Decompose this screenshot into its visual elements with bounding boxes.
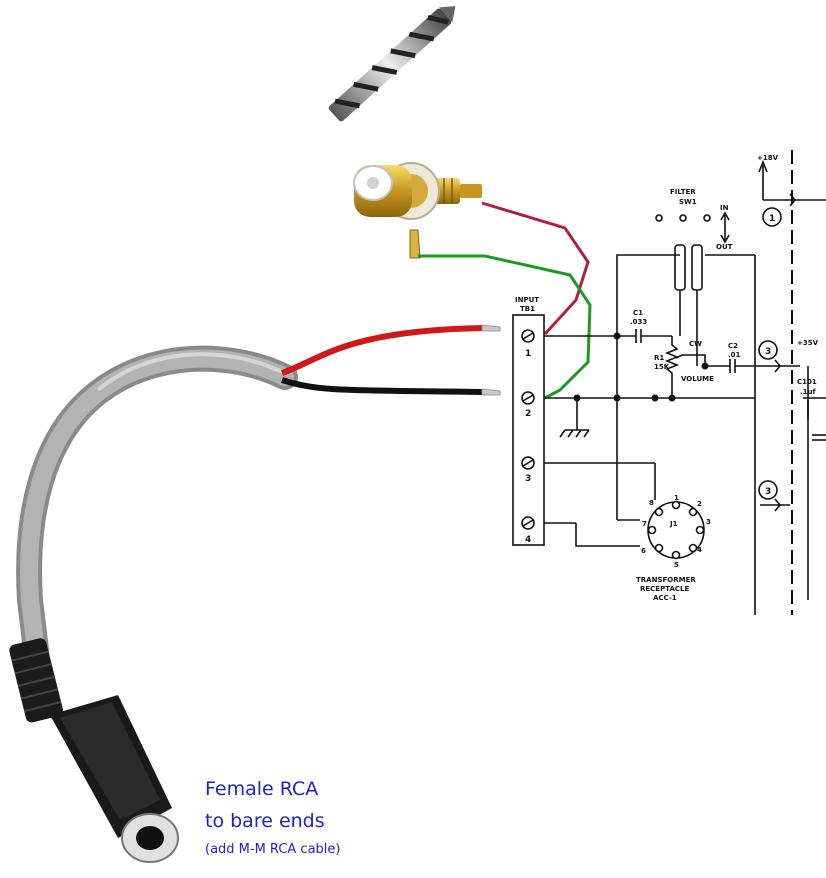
drill-bit-icon [328,6,456,122]
red-wire [481,201,590,336]
caption-line-1: Female RCA [205,778,319,800]
terminal-3-label: 3 [525,474,531,484]
j1-pin-6: 6 [641,547,646,555]
j1-pin-2: 2 [697,500,702,508]
node-3b-label: 3 [765,487,771,497]
out-label: OUT [716,243,733,251]
female-rca-plug-icon [9,638,179,863]
supply-35v-label: +35V [797,339,819,347]
input-label: INPUT [515,296,539,304]
filter-label: FILTER [670,188,696,196]
gray-cable [16,345,298,663]
green-wire [418,254,592,400]
j1-pin-8: 8 [649,499,654,507]
terminal-2-label: 2 [525,409,531,419]
supply-18v-label: +18V [757,154,779,162]
node-1-label: 1 [769,214,775,224]
tb1-label: TB1 [520,305,535,313]
volume-label: VOLUME [681,375,714,383]
c101-value: .1uf [800,388,817,396]
j1-pin-7: 7 [642,520,647,528]
c101-label: C101 [797,378,817,386]
schematic-labels: INPUT TB1 1 2 3 4 FILTER SW1 IN OUT C1 .… [515,154,819,602]
terminal-4-label: 4 [525,535,531,545]
transformer-label: TRANSFORMER [636,576,696,584]
c2-label: C2 [728,342,738,350]
node-3a-label: 3 [765,347,771,357]
c1-label: C1 [633,309,643,317]
c1-value: .033 [630,318,647,326]
terminal-screws [521,329,535,530]
cable-wires [281,324,501,396]
acc1-label: ACC-1 [653,594,677,602]
r1-value: 15K [654,363,670,371]
cw-label: CW [689,340,702,348]
in-label: IN [720,204,729,212]
terminal-1-label: 1 [525,349,531,359]
r1-label: R1 [654,354,664,362]
rca-jack-icon [353,162,482,259]
j1-pin-5: 5 [674,561,679,569]
terminal-block [512,314,545,546]
j1-pin-1: 1 [674,494,679,502]
sw1-label: SW1 [679,198,697,206]
receptacle-label: RECEPTACLE [640,585,689,593]
j1-label: J1 [669,520,678,528]
schematic [512,150,826,615]
j1-pin-3: 3 [706,518,711,526]
caption-line-3: (add M-M RCA cable) [205,842,341,857]
caption-line-2: to bare ends [205,810,325,832]
c2-value: .01 [728,351,741,359]
j1-pin-4: 4 [697,546,702,554]
